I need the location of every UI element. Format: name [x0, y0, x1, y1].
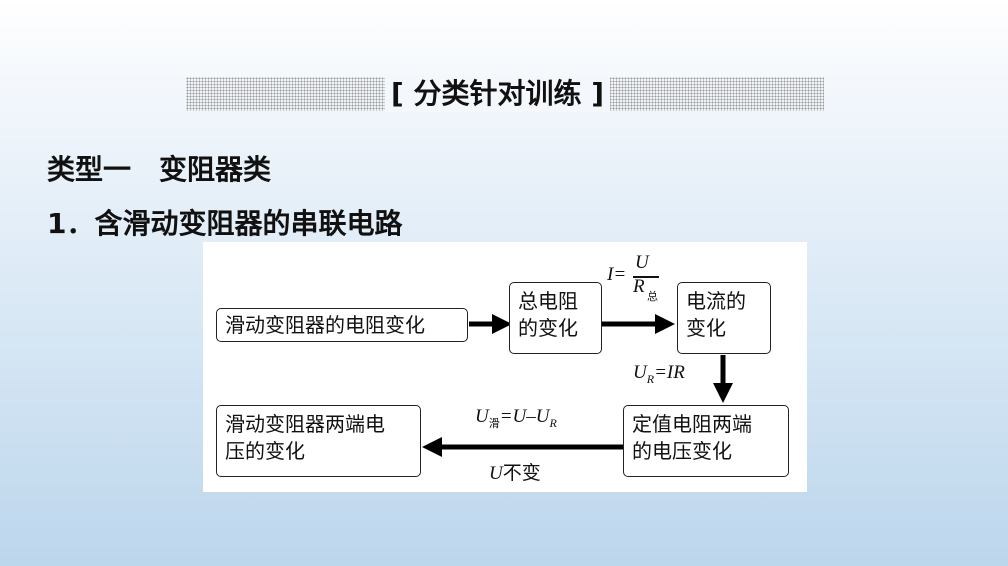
formula-voltage-main: U	[633, 362, 647, 383]
type-heading: 类型一 变阻器类	[47, 153, 272, 186]
label-constant: U不变	[489, 458, 541, 485]
box3-line1: 电流的	[686, 289, 746, 313]
label-constant-text: 不变	[502, 463, 541, 484]
box3-line2: 变化	[686, 316, 726, 340]
formula-current-denominator: R	[633, 276, 645, 297]
formula-slider: U滑=U–UR	[475, 406, 557, 431]
formula-slider-a-sub: 滑	[488, 417, 500, 430]
box-total-resistance-change: 总电阻 的变化	[509, 282, 602, 354]
box4-line1: 定值电阻两端	[632, 412, 752, 436]
formula-voltage-sub: R	[646, 371, 655, 386]
flow-diagram: 滑动变阻器的电阻变化 总电阻 的变化 电流的 变化 定值电阻两端 的电压变化 滑…	[203, 242, 807, 492]
formula-current-numerator: U	[635, 252, 649, 273]
box4-line2: 的电压变化	[632, 439, 732, 463]
box1-text: 滑动变阻器的电阻变化	[225, 313, 425, 337]
formula-slider-b-sub: R	[549, 415, 557, 430]
box-current-change: 电流的 变化	[677, 282, 771, 354]
formula-current-denominator-sub: 总	[647, 291, 658, 303]
item-heading: 1．含滑动变阻器的串联电路	[47, 207, 403, 240]
formula-voltage-rest: =IR	[654, 362, 685, 383]
label-constant-var: U	[489, 463, 503, 484]
box-slider-voltage-change: 滑动变阻器两端电 压的变化	[216, 405, 421, 477]
box5-line2: 压的变化	[225, 439, 305, 463]
box2-line1: 总电阻	[518, 289, 578, 313]
formula-slider-mid: =U–U	[499, 406, 550, 427]
box-slider-resistance-change: 滑动变阻器的电阻变化	[216, 308, 468, 342]
formula-slider-a: U	[475, 406, 489, 427]
formula-current-lhs: I=	[607, 264, 627, 285]
formula-voltage: UR=IR	[633, 362, 685, 387]
box2-line2: 的变化	[518, 316, 578, 340]
formula-current-fraction-bar	[633, 276, 659, 278]
diagram-arrows	[422, 314, 733, 457]
box-fixed-resistor-voltage-change: 定值电阻两端 的电压变化	[623, 405, 789, 477]
box5-line1: 滑动变阻器两端电	[225, 412, 385, 436]
banner-title: [ 分类针对训练 ]	[385, 76, 611, 112]
